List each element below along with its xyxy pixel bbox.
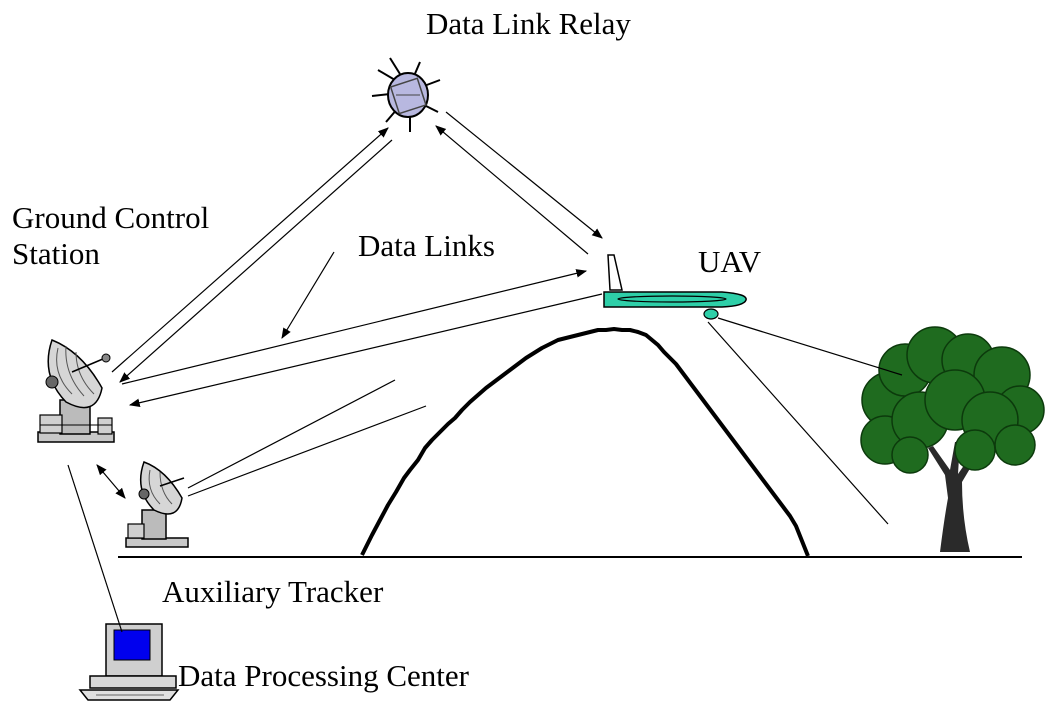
satellite-icon [371, 57, 441, 132]
data-link-relay-label: Data Link Relay [426, 6, 631, 41]
computer-icon [78, 623, 180, 701]
uav-label: UAV [698, 244, 762, 279]
ground-control-station-label: Ground Control Station [12, 200, 209, 271]
data-processing-center-label: Data Processing Center [178, 658, 469, 693]
data-link-arrows [96, 111, 603, 499]
auxiliary-tracker-icon [125, 461, 189, 548]
ground-control-label-line2: Station [12, 235, 100, 271]
connection-lines [67, 317, 903, 633]
ground-control-dish-icon [37, 339, 115, 443]
mountain [360, 327, 810, 557]
ground-control-label-line1: Ground Control [12, 200, 210, 235]
uav-icon [603, 254, 747, 320]
auxiliary-tracker-label: Auxiliary Tracker [162, 574, 384, 609]
tree-icon [860, 326, 1045, 552]
data-links-label: Data Links [358, 228, 495, 263]
